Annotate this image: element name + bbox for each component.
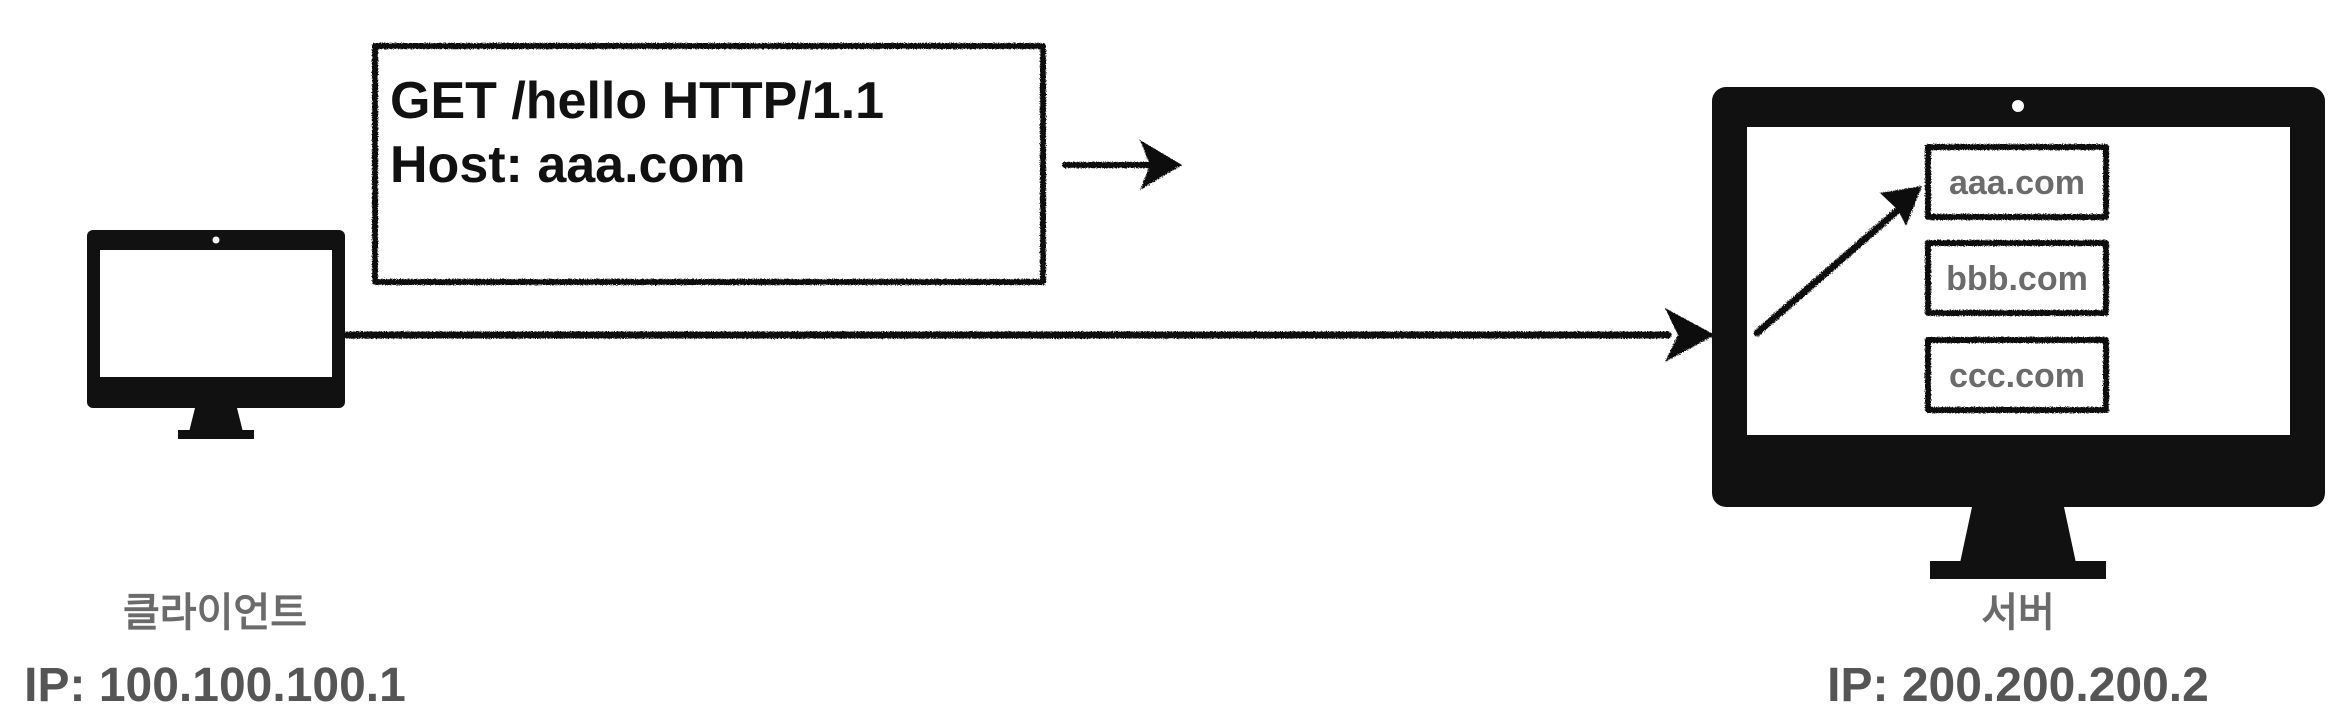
client-ip: IP: 100.100.100.1 bbox=[24, 659, 406, 712]
domain-label-ccc: ccc.com bbox=[1949, 357, 2085, 395]
arrowhead-icon bbox=[1665, 308, 1715, 362]
request-line-method: GET /hello HTTP/1.1 bbox=[390, 72, 884, 130]
server-ip: IP: 200.200.200.2 bbox=[1827, 659, 2209, 712]
request-line-host: Host: aaa.com bbox=[390, 136, 745, 194]
monitor-icon bbox=[1712, 87, 2325, 579]
route-to-aaa-arrow bbox=[1753, 186, 1922, 337]
client-to-server-arrow bbox=[343, 308, 1715, 362]
server-monitor: aaa.com bbb.com ccc.com bbox=[1712, 87, 2325, 579]
domain-label-aaa: aaa.com bbox=[1949, 164, 2085, 202]
arrowhead-icon bbox=[1140, 140, 1182, 190]
arrowhead-icon bbox=[1880, 186, 1922, 226]
monitor-icon bbox=[87, 230, 345, 439]
domain-label-bbb: bbb.com bbox=[1946, 260, 2088, 298]
domain-box-ccc: ccc.com bbox=[1925, 337, 2109, 413]
request-direction-arrow bbox=[1062, 140, 1182, 190]
server-caption: 서버 bbox=[1981, 590, 2055, 636]
request-box-border bbox=[372, 43, 1046, 285]
domain-box-aaa: aaa.com bbox=[1925, 144, 2109, 220]
client-monitor bbox=[87, 230, 345, 439]
http-request-box: GET /hello HTTP/1.1 Host: aaa.com bbox=[372, 43, 1046, 285]
client-caption: 클라이언트 bbox=[123, 590, 307, 636]
domain-box-bbb: bbb.com bbox=[1925, 240, 2109, 316]
